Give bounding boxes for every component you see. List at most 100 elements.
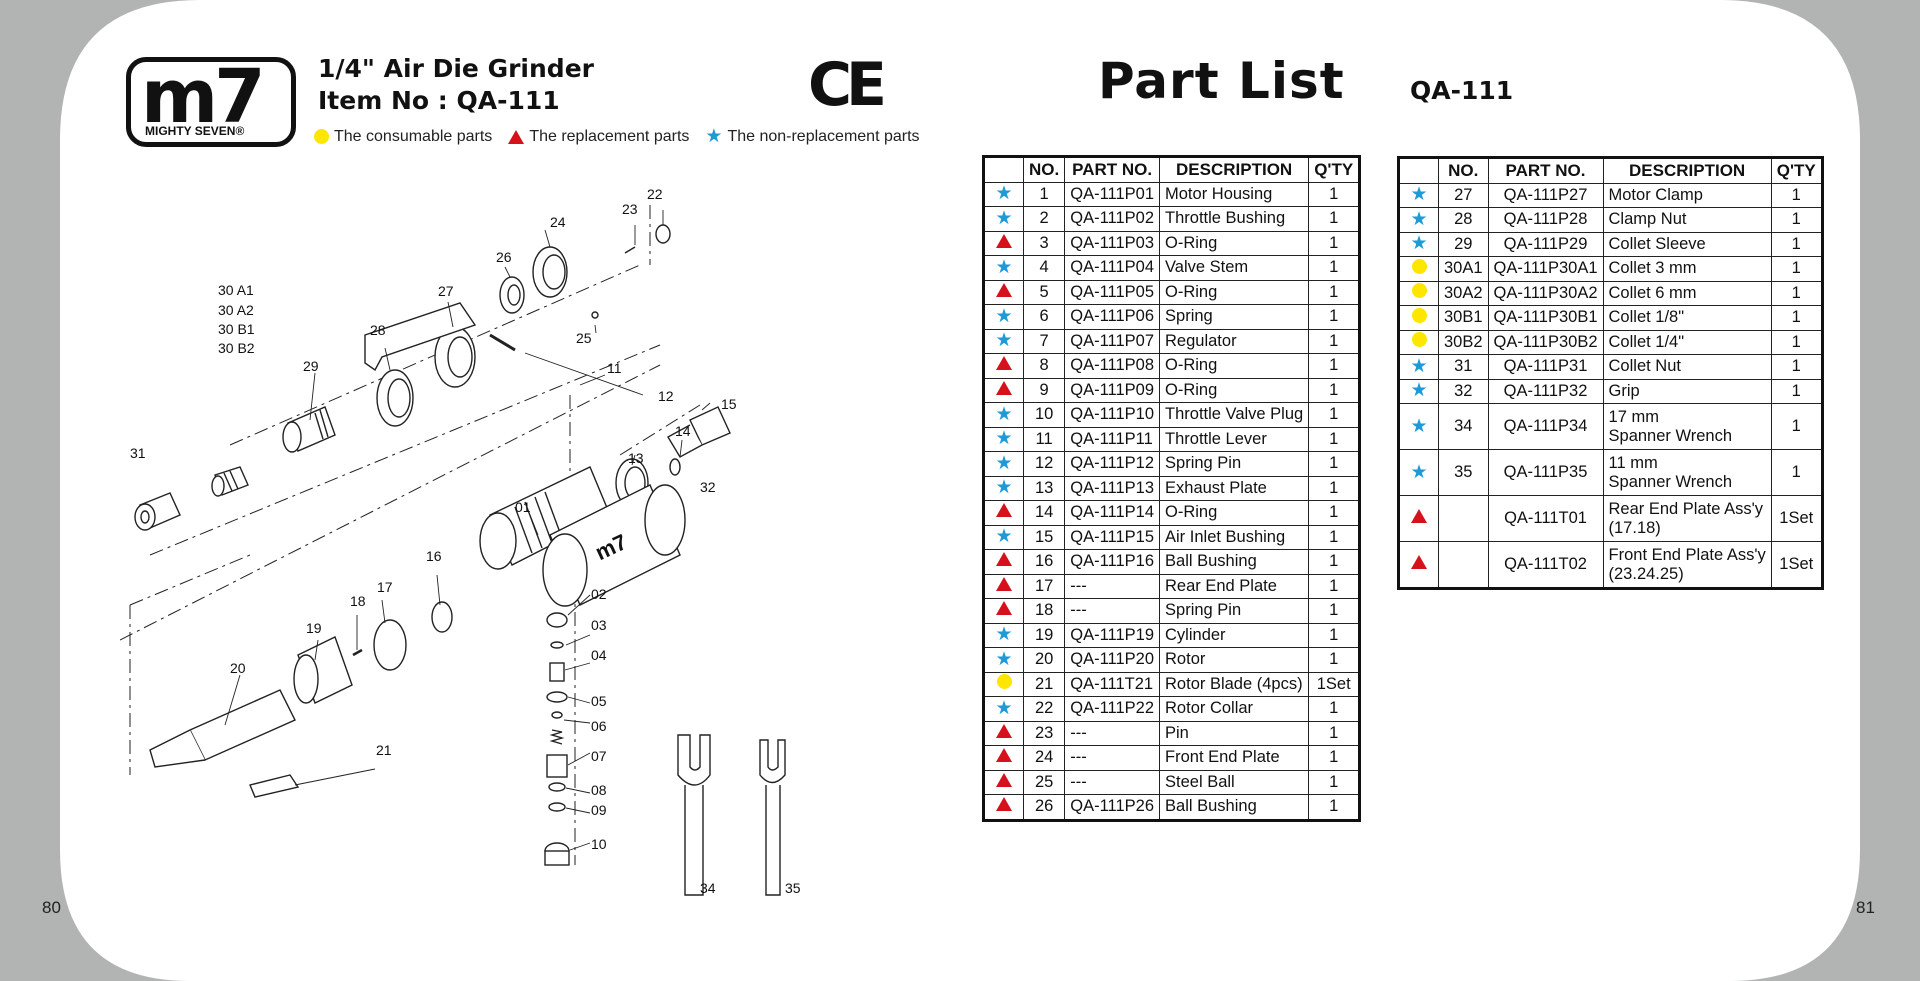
- row-description: Pin: [1159, 720, 1310, 746]
- label-16: 16: [426, 548, 442, 564]
- label-19: 19: [306, 620, 322, 636]
- row-description: O-Ring: [1159, 377, 1310, 403]
- legend-non-replacement: ★The non-replacement parts: [705, 126, 920, 147]
- row-description: Spring: [1159, 304, 1310, 330]
- row-type-icon: ★: [983, 206, 1024, 232]
- row-description: O-Ring: [1159, 230, 1310, 256]
- row-part-no: QA-111P35: [1487, 449, 1604, 496]
- red-triangle-icon: [1411, 509, 1427, 523]
- row-description-line1: Front End Plate: [1165, 748, 1280, 767]
- row-description: O-Ring: [1159, 353, 1310, 379]
- row-description: Valve Stem: [1159, 255, 1310, 281]
- row-type-icon: [1398, 280, 1439, 306]
- table-header-row: NO. PART NO. DESCRIPTION Q'TY: [983, 156, 1361, 183]
- row-qty: 1: [1770, 207, 1823, 233]
- row-part-no: ---: [1064, 745, 1161, 771]
- row-no: 25: [1022, 769, 1066, 795]
- row-type-icon: ★: [983, 475, 1024, 501]
- row-qty: 1: [1308, 573, 1361, 599]
- row-no: 6: [1022, 304, 1066, 330]
- parts-02-10-stack: [544, 612, 570, 866]
- part-19-cylinder: [293, 636, 353, 704]
- row-qty: 1: [1770, 280, 1823, 306]
- row-type-icon: [983, 720, 1024, 746]
- row-type-icon: [1398, 541, 1439, 589]
- row-no: 30B1: [1438, 305, 1489, 331]
- item-number: Item No : QA-111: [318, 86, 560, 115]
- yellow-dot-icon: [1411, 283, 1427, 299]
- row-description-line1: Throttle Bushing: [1165, 209, 1286, 228]
- blue-star-icon: ★: [995, 305, 1013, 327]
- blue-star-icon: ★: [995, 477, 1013, 499]
- label-21: 21: [376, 742, 392, 758]
- row-part-no: QA-111P05: [1064, 279, 1161, 305]
- row-qty: 1: [1308, 328, 1361, 354]
- row-part-no: QA-111P06: [1064, 304, 1161, 330]
- header-icon: [1398, 157, 1439, 184]
- row-type-icon: ★: [1398, 354, 1439, 380]
- logo-mark: m7: [141, 54, 266, 140]
- part-25-steel-ball: [591, 311, 599, 319]
- row-part-no: ---: [1064, 769, 1161, 795]
- row-description-line1: Spring Pin: [1165, 601, 1242, 620]
- label-12: 12: [658, 388, 674, 404]
- part-14-o-ring: [669, 458, 681, 476]
- row-description-line1: Rotor Blade (4pcs): [1165, 674, 1303, 693]
- row-part-no: QA-111P32: [1487, 378, 1604, 404]
- row-qty: 1: [1770, 403, 1823, 450]
- mighty-seven-logo: m7 MIGHTY SEVEN®: [126, 54, 296, 147]
- red-triangle-icon: [996, 576, 1012, 591]
- red-triangle-icon: [996, 772, 1012, 787]
- row-type-icon: ★: [983, 328, 1024, 354]
- row-description: Front End Plate Ass'y(23.24.25): [1602, 541, 1772, 589]
- row-description: Ball Bushing: [1159, 549, 1310, 575]
- row-qty: 1: [1308, 598, 1361, 624]
- row-no: 7: [1022, 328, 1066, 354]
- row-no: 16: [1022, 549, 1066, 575]
- row-description-line1: O-Ring: [1165, 380, 1218, 399]
- row-no: 30B2: [1438, 329, 1489, 355]
- row-description-line1: Motor Housing: [1165, 184, 1273, 203]
- row-description: Collet Sleeve: [1602, 231, 1772, 257]
- row-description: Ball Bushing: [1159, 794, 1310, 821]
- row-description-line1: O-Ring: [1165, 233, 1218, 252]
- row-part-no: QA-111P15: [1064, 524, 1161, 550]
- part-12-spring-pin: [489, 333, 516, 352]
- header-qty: Q'TY: [1770, 157, 1823, 184]
- row-no: 15: [1022, 524, 1066, 550]
- row-description: O-Ring: [1159, 500, 1310, 526]
- blue-star-icon: ★: [1410, 233, 1428, 255]
- label-11: 11: [607, 360, 622, 376]
- part-32-grip: m7: [542, 484, 686, 607]
- row-qty: 1: [1308, 206, 1361, 232]
- row-qty: 1: [1308, 426, 1361, 452]
- row-description: Collet 6 mm: [1602, 280, 1772, 306]
- row-description: Air Inlet Bushing: [1159, 524, 1310, 550]
- row-qty: 1Set: [1308, 671, 1361, 697]
- product-title: 1/4" Air Die Grinder: [318, 54, 594, 83]
- part-18-spring-pin: [352, 648, 363, 657]
- page-number-left: 80: [42, 898, 61, 917]
- row-description-line1: Rear End Plate: [1165, 576, 1277, 595]
- row-type-icon: [983, 230, 1024, 256]
- row-type-icon: [983, 671, 1024, 697]
- row-no: 30A1: [1438, 256, 1489, 282]
- row-description-line1: O-Ring: [1165, 282, 1218, 301]
- yellow-dot-icon: [1411, 332, 1427, 348]
- row-type-icon: ★: [1398, 207, 1439, 233]
- row-description: Collet 3 mm: [1602, 256, 1772, 282]
- row-description-line1: Rear End Plate Ass'y: [1608, 499, 1763, 518]
- row-part-no: QA-111P26: [1064, 794, 1161, 821]
- row-no: [1438, 495, 1489, 542]
- label-26: 26: [496, 249, 512, 265]
- row-qty: 1: [1308, 794, 1361, 821]
- row-part-no: ---: [1064, 720, 1161, 746]
- part-17-rear-end-plate: [373, 619, 407, 671]
- row-description-line1: Ball Bushing: [1165, 552, 1257, 571]
